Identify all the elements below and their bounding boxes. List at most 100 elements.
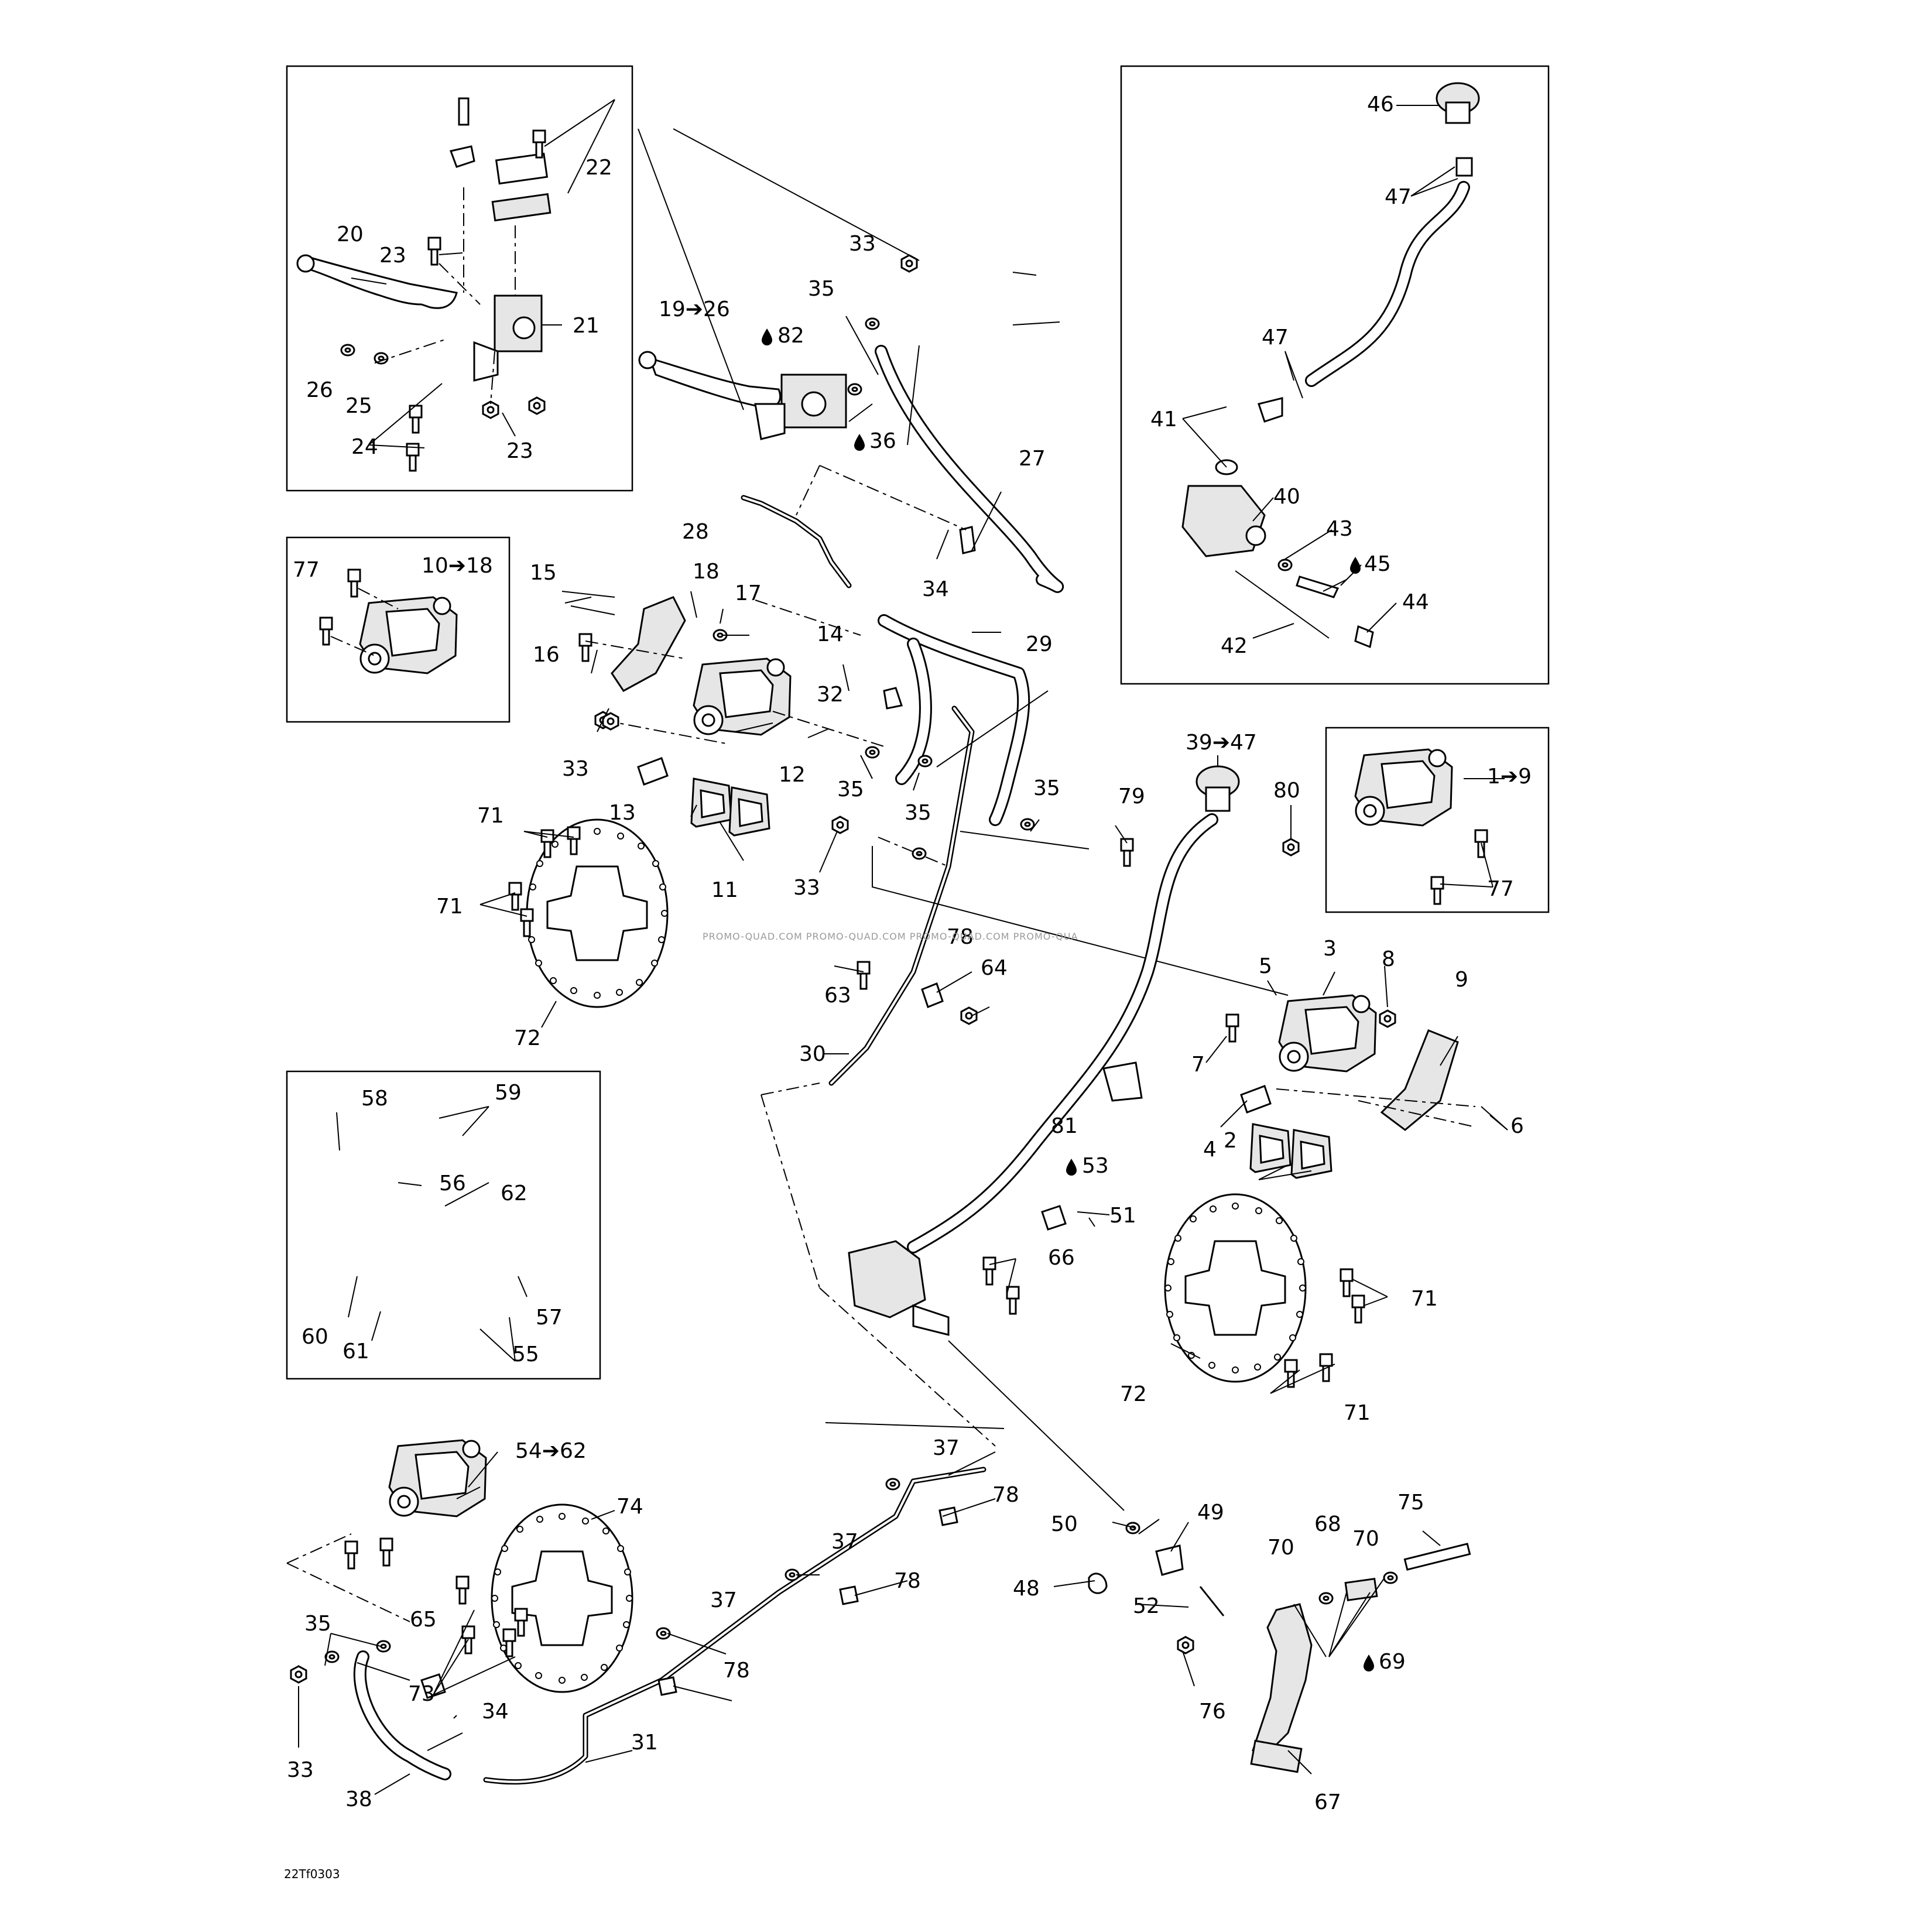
callout-35-b: 35 [837,777,864,801]
callout-9: 9 [1455,968,1468,992]
callout-37-c: 37 [710,1588,737,1612]
callout-50: 50 [1051,1512,1078,1536]
callout-27: 27 [1019,447,1046,471]
callout-24: 24 [351,435,378,459]
front-master-cylinder-and-hose [638,254,1064,593]
callout-44: 44 [1402,590,1429,614]
callout-14: 14 [817,622,844,646]
callout-3: 3 [1323,937,1337,961]
callout-33-c: 33 [793,876,820,900]
callout-59: 59 [495,1081,522,1105]
callout-7: 7 [1191,1053,1205,1077]
callout-33-a: 33 [849,232,876,256]
right-front-caliper-inset [1354,748,1488,905]
callout-67: 67 [1314,1790,1341,1814]
callout-13: 13 [609,801,636,825]
callout-22: 22 [585,156,612,180]
callout-5: 5 [1259,954,1272,978]
callout-56: 56 [439,1171,466,1195]
callout-10-18: 10➔18 [422,554,493,578]
callout-69: 69 [1379,1650,1406,1674]
callout-31: 31 [631,1731,658,1755]
callout-33-d: 33 [287,1758,314,1782]
brake-lines-front [602,465,1289,1086]
callout-71-b: 71 [436,895,463,919]
callout-53: 53 [1082,1154,1109,1178]
oil-drop-icon-82 [762,328,772,345]
callout-77-b: 77 [1487,877,1514,901]
callout-70-a: 70 [1268,1536,1294,1560]
callout-26: 26 [306,378,333,402]
callout-47-b: 47 [1262,326,1289,350]
callout-23-a: 23 [379,244,406,268]
inset-box-hand-master-cylinder [286,65,633,492]
callout-78-d: 78 [723,1659,750,1683]
callout-34-b: 34 [482,1700,509,1724]
callout-61: 61 [342,1340,369,1364]
right-front-caliper-exploded [1164,994,1476,1388]
callout-71-d: 71 [1344,1401,1371,1425]
callout-49: 49 [1197,1501,1224,1525]
callout-70-b: 70 [1352,1527,1379,1551]
callout-34-a: 34 [922,577,949,601]
watermark-text: PROMO-QUAD.COM PROMO-QUAD.COM PROMO-QUAD… [703,931,1078,942]
callout-16: 16 [533,643,560,667]
oil-drop-icon-53 [1066,1159,1077,1176]
oil-drop-icons [762,328,1374,1671]
callout-4: 4 [1203,1138,1217,1162]
oil-drop-icon-45 [1350,557,1361,574]
callout-35-d: 35 [1033,776,1060,800]
callout-37-b: 37 [831,1530,858,1554]
callout-68: 68 [1314,1512,1341,1536]
callout-80: 80 [1273,779,1300,803]
callout-17: 17 [735,581,762,605]
diagram-code: 22Tf0303 [284,1867,340,1881]
callout-75: 75 [1397,1491,1424,1515]
callout-71-c: 71 [1411,1287,1438,1311]
callout-30: 30 [799,1042,826,1066]
callout-78-a: 78 [947,925,974,949]
callout-2: 2 [1224,1129,1237,1153]
callout-11: 11 [711,878,738,902]
leader-lines [298,99,1508,1795]
callout-64: 64 [981,956,1008,980]
callout-42: 42 [1221,634,1248,658]
callout-65: 65 [410,1608,437,1632]
callout-54-62: 54➔62 [515,1439,587,1463]
callout-55: 55 [512,1342,539,1366]
callout-41: 41 [1150,407,1177,431]
callout-46: 46 [1367,93,1394,117]
callout-71-a: 71 [477,804,504,828]
hand-master-cylinder-exploded [296,97,551,472]
callout-19-26: 19➔26 [659,297,730,321]
callout-18: 18 [693,560,720,584]
callout-28: 28 [682,520,709,544]
callout-40: 40 [1273,485,1300,509]
callout-60: 60 [302,1325,328,1349]
inset-box-rear-master-cylinder [1120,65,1550,685]
callout-35-c: 35 [905,801,931,825]
oil-drop-icon-69 [1364,1654,1374,1671]
callout-51: 51 [1109,1204,1136,1228]
callout-12: 12 [779,763,806,787]
callout-57: 57 [536,1306,563,1330]
left-front-caliper-inset [319,568,458,674]
callout-32: 32 [817,683,844,707]
callout-labels: 1➔9 2 3 4 5 6 7 8 9 10➔18 11 12 13 14 15… [287,93,1532,1814]
callout-72-a: 72 [514,1026,541,1050]
callout-47-a: 47 [1385,185,1412,209]
callout-79: 79 [1118,785,1145,809]
callout-72-b: 72 [1120,1382,1147,1406]
callout-37-a: 37 [933,1436,960,1460]
callout-76: 76 [1199,1700,1226,1724]
callout-38: 38 [345,1787,372,1811]
callout-35-a: 35 [808,277,835,301]
rear-master-cylinder-exploded [1181,82,1480,649]
callout-73: 73 [408,1682,435,1706]
callout-43: 43 [1326,517,1353,541]
callout-78-c: 78 [894,1569,921,1593]
callout-58: 58 [361,1087,388,1111]
brake-lines-rear [290,1083,996,1785]
callout-23-b: 23 [506,439,533,463]
